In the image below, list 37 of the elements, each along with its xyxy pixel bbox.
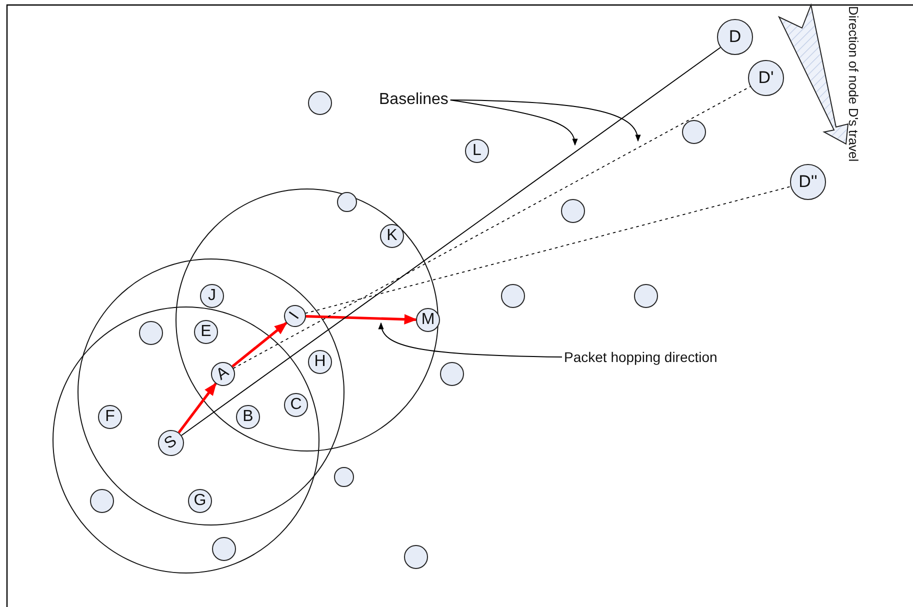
- network-node: M: [416, 308, 440, 332]
- network-node: H: [308, 350, 332, 374]
- callout-text: Packet hopping direction: [564, 349, 718, 365]
- leader-line: [450, 100, 578, 146]
- baseline: [305, 186, 792, 314]
- network-node: [404, 545, 428, 569]
- network-node: J: [200, 284, 224, 308]
- network-node: L: [465, 139, 489, 163]
- network-node: E: [194, 320, 218, 344]
- network-node: [561, 199, 585, 223]
- network-node: C: [284, 393, 308, 417]
- baseline: [181, 47, 721, 436]
- network-node: [440, 362, 464, 386]
- arrow: [306, 314, 418, 324]
- callout-text: Baselines: [379, 91, 448, 109]
- network-node: [501, 284, 525, 308]
- network-node: D'': [790, 164, 826, 200]
- network-node: B: [236, 405, 260, 429]
- network-node: F: [98, 405, 122, 429]
- network-node: [139, 321, 163, 345]
- leader-line: [450, 100, 640, 142]
- network-node: G: [188, 489, 212, 513]
- network-node: [337, 192, 357, 212]
- network-node: [90, 489, 114, 513]
- network-node: [308, 91, 332, 115]
- baseline: [233, 86, 751, 369]
- network-node: [212, 537, 236, 561]
- network-node: D: [717, 19, 753, 55]
- network-node: [682, 120, 706, 144]
- network-node: [634, 284, 658, 308]
- direction-label: Direction of node D's travel: [846, 6, 861, 162]
- network-node: K: [380, 224, 404, 248]
- arrow: [178, 382, 217, 434]
- network-node: [334, 467, 354, 487]
- leader-line: [379, 322, 562, 358]
- network-node: D': [748, 60, 784, 96]
- arrow: [232, 322, 288, 368]
